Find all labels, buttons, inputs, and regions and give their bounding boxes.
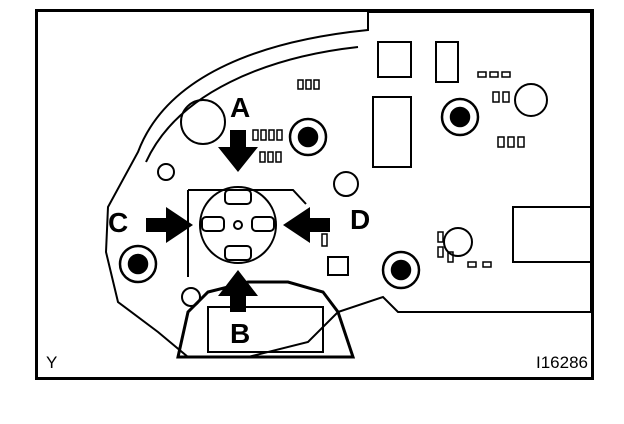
board-outline [104, 12, 591, 358]
switch-assembly [187, 186, 307, 277]
circuit-board-diagram [104, 12, 591, 359]
component [435, 41, 459, 83]
hole [333, 171, 359, 197]
arrow-c [146, 207, 193, 243]
figure-frame: A B C D Y I16286 [35, 9, 594, 380]
connector-housing [176, 280, 356, 359]
spindle-left [118, 244, 158, 284]
spindle-top [288, 117, 328, 157]
spindle-right [440, 97, 480, 137]
arrow-a [218, 130, 258, 172]
component [372, 96, 412, 168]
arrow-d [283, 207, 330, 243]
hole [157, 163, 175, 181]
smd-parts [252, 71, 525, 268]
label-d: D [350, 204, 371, 235]
hole [514, 83, 548, 117]
label-c: C [108, 207, 129, 238]
label-a: A [230, 92, 251, 123]
hole [443, 227, 473, 257]
spindle-bottom [381, 250, 421, 290]
arrow-b [218, 270, 258, 312]
hole [181, 287, 201, 307]
component [377, 41, 412, 78]
corner-label: Y [46, 353, 58, 372]
label-b: B [230, 318, 251, 349]
arrows [146, 130, 330, 312]
hole [180, 99, 226, 145]
component [327, 256, 349, 276]
component [512, 206, 591, 263]
figure-id: I16286 [536, 353, 588, 372]
